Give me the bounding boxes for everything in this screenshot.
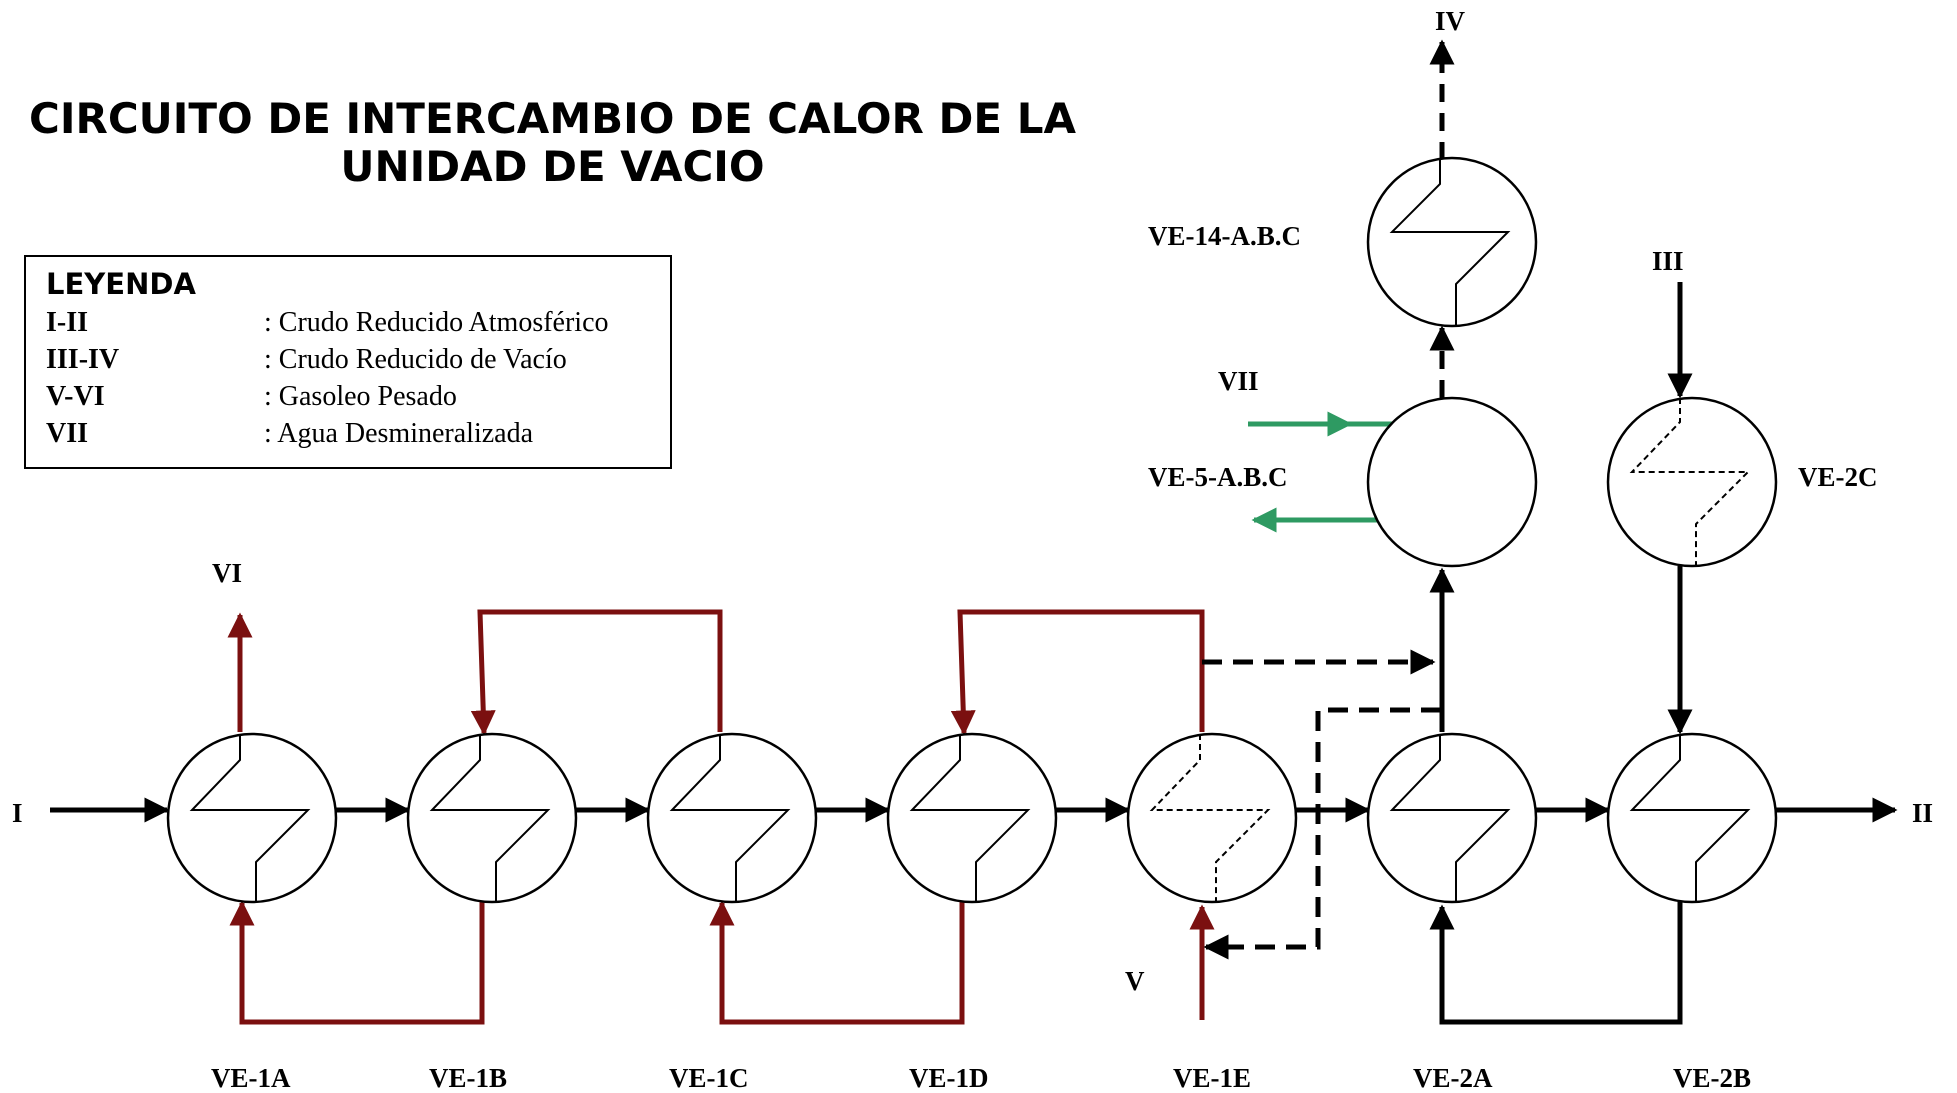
tube-ve2c: [1629, 398, 1751, 566]
exchanger-label-ve1c: VE-1C: [669, 1063, 749, 1093]
exchanger-ve1d-shell: [886, 732, 1058, 904]
legend-box: LEYENDA I-II : Crudo Reducido Atmosféric…: [24, 255, 672, 469]
exchanger-ve5-shell: [1366, 396, 1538, 568]
stream-label-i: I: [12, 798, 23, 828]
exchanger-ve1e-shell: [1126, 732, 1298, 904]
legend-description: : Agua Desmineralizada: [264, 418, 534, 449]
exchanger-label-ve2a: VE-2A: [1413, 1063, 1493, 1093]
vacuum-crude-line: [1429, 282, 1693, 1025]
exchanger-ve2c-shell: [1606, 396, 1778, 568]
gasoil-ve1b-to-ve1a: [229, 890, 485, 1025]
exchanger-ve1c-shell: [646, 732, 818, 904]
legend-code: V-VI: [46, 381, 105, 412]
legend-code: VII: [46, 418, 89, 449]
flow-arrow: [1429, 890, 1683, 1025]
gasoil-circuit: [227, 609, 1215, 1025]
exchanger-label-ve2b: VE-2B: [1673, 1063, 1751, 1093]
stream-labels: I II III IV V VI VII: [12, 6, 1933, 996]
diagram-title: CIRCUITO DE INTERCAMBIO DE CALOR DE LA U…: [0, 95, 1105, 191]
gasoil-ve1d-to-ve1c: [709, 890, 965, 1025]
exchanger-ve2a-shell: [1366, 732, 1538, 904]
gasoil-ve1e-to-ve1d: [950, 609, 1205, 736]
stream-label-iii: III: [1652, 246, 1684, 276]
tube-bundles: [189, 158, 1751, 902]
legend-code: I-II: [46, 307, 89, 338]
title-line-2: UNIDAD DE VACIO: [340, 142, 765, 191]
exchanger-ve14-shell: [1366, 156, 1538, 328]
exchanger-ve1b-shell: [406, 732, 578, 904]
legend-description: : Crudo Reducido Atmosférico: [264, 307, 609, 338]
tube-ve2a: [1389, 734, 1511, 902]
exchanger-label-ve1b: VE-1B: [429, 1063, 507, 1093]
tube-ve1e: [1149, 734, 1271, 902]
exchanger-ve2b-shell: [1606, 732, 1778, 904]
bypass-lines: [1202, 649, 1441, 960]
stream-label-vi: VI: [212, 558, 242, 588]
exchanger-label-ve1a: VE-1A: [211, 1063, 291, 1093]
title-line-1: CIRCUITO DE INTERCAMBIO DE CALOR DE LA: [29, 94, 1076, 143]
exchanger-label-ve1e: VE-1E: [1173, 1063, 1251, 1093]
stream-label-v: V: [1125, 966, 1145, 996]
exchanger-label-ve1d: VE-1D: [909, 1063, 989, 1093]
tube-ve1a: [189, 734, 311, 902]
exchanger-label-ve5: VE-5-A.B.C: [1148, 462, 1288, 492]
legend-description: : Gasoleo Pesado: [264, 381, 457, 412]
exchanger-ve1a-shell: [166, 732, 338, 904]
legend-code: III-IV: [46, 344, 120, 375]
exchanger-labels: VE-1A VE-1B VE-1C VE-1D VE-1E VE-2A VE-2…: [211, 221, 1878, 1093]
stream-label-ii: II: [1912, 798, 1933, 828]
tube-ve1c: [669, 734, 791, 902]
tube-ve2b: [1629, 734, 1751, 902]
stream-label-iv: IV: [1435, 6, 1466, 36]
gasoil-ve1c-to-ve1b: [470, 609, 723, 736]
tube-ve14: [1389, 158, 1511, 326]
exchanger-label-ve14: VE-14-A.B.C: [1148, 221, 1301, 251]
tube-ve1d: [909, 734, 1031, 902]
exchanger-label-ve2c: VE-2C: [1798, 462, 1878, 492]
bypass-to-ve1e: [1203, 707, 1441, 960]
tube-bundles-dashed: [1149, 398, 1751, 902]
stream-label-vii: VII: [1218, 366, 1259, 396]
tube-ve1b: [429, 734, 551, 902]
legend-description: : Crudo Reducido de Vacío: [264, 344, 567, 375]
legend-heading: LEYENDA: [46, 267, 196, 301]
exchangers: [166, 156, 1778, 904]
